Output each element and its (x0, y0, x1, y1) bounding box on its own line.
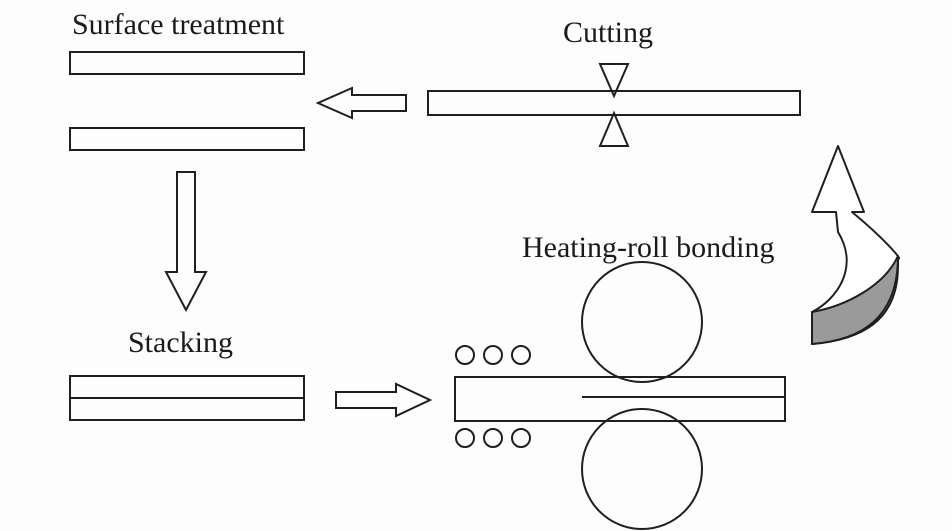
heating-roll-bonding-label: Heating-roll bonding (522, 231, 775, 264)
arrow-down (164, 171, 208, 313)
heater-circle-top-1 (455, 345, 475, 365)
surface-strip-top (69, 51, 305, 75)
cutter-top-blade (598, 63, 630, 99)
surface-treatment-label: Surface treatment (72, 8, 285, 41)
curved-arrow-shaded (811, 255, 899, 345)
heater-circle-bottom-3 (511, 428, 531, 448)
heater-circle-bottom-2 (483, 428, 503, 448)
stacking-label: Stacking (128, 326, 233, 359)
cutting-label: Cutting (563, 16, 654, 49)
heating-roll-top (581, 261, 703, 383)
heater-circle-top-2 (483, 345, 503, 365)
heater-circle-bottom-1 (455, 428, 475, 448)
surface-strip-bottom (69, 127, 305, 151)
arrow-left (315, 86, 407, 120)
heater-circle-top-3 (511, 345, 531, 365)
cutter-bottom-blade (598, 110, 630, 147)
arrow-right (335, 382, 433, 418)
bonded-strip (454, 376, 786, 422)
heating-roll-bottom (581, 408, 703, 530)
